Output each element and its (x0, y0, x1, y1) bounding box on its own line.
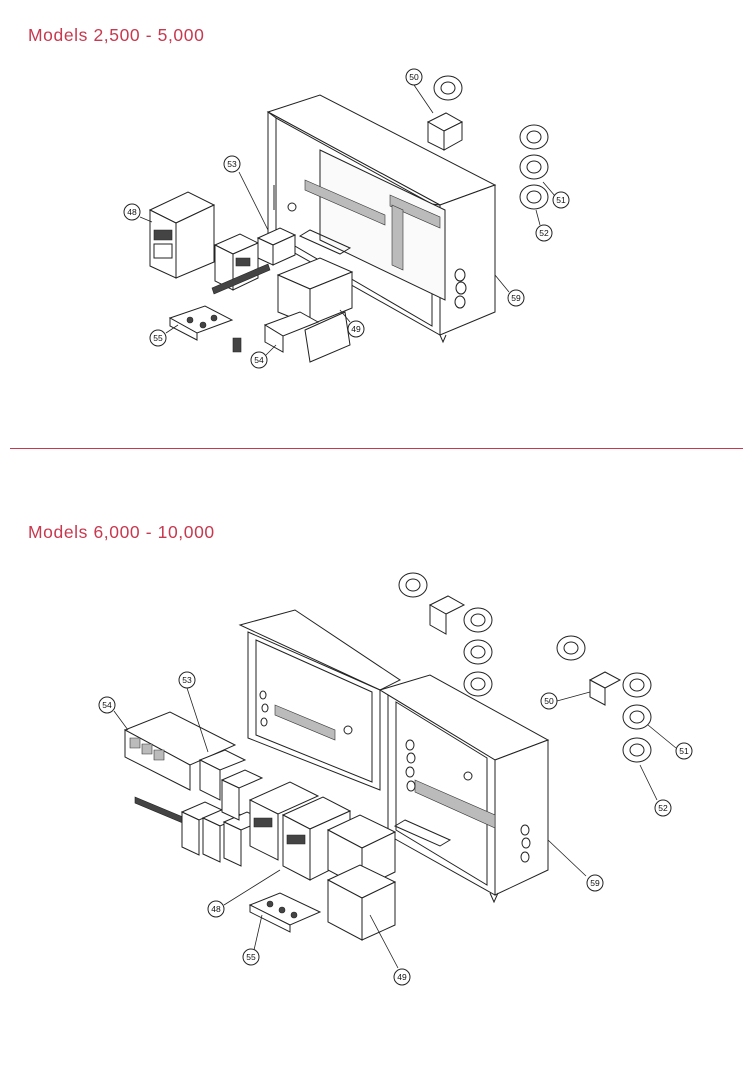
callout-48: 48 (124, 204, 140, 220)
exploded-diagram-models-2500-5000: 50 53 48 51 52 59 49 55 54 (0, 60, 753, 390)
svg-text:59: 59 (511, 293, 521, 303)
section-title-models-6000-10000: Models 6,000 - 10,000 (28, 522, 215, 542)
terminal-strip (212, 264, 270, 294)
enclosure-cabinet (268, 95, 495, 342)
section-title-models-2500-5000: Models 2,500 - 5,000 (28, 25, 205, 45)
svg-text:52: 52 (539, 228, 549, 238)
part-53-contactors (258, 228, 295, 265)
callout-52: 52 (536, 225, 552, 241)
part-51-sensor-stack (520, 125, 548, 209)
callout-53: 53 (224, 156, 240, 172)
callout-55: 55 (150, 330, 166, 346)
svg-text:49: 49 (351, 324, 361, 334)
part-50-valve (428, 76, 462, 150)
svg-text:59: 59 (590, 878, 600, 888)
svg-text:55: 55 (153, 333, 163, 343)
callout-54: 54 (251, 352, 267, 368)
callout-55: 55 (243, 949, 259, 965)
enclosure-cabinet-right (380, 675, 548, 902)
enclosure-cabinet-left (240, 610, 400, 790)
section-divider (10, 448, 743, 449)
svg-text:52: 52 (658, 803, 668, 813)
exploded-diagram-models-6000-10000: 53 54 50 51 52 59 48 55 49 (0, 560, 753, 990)
part-48-drive-units (150, 192, 258, 290)
callout-53: 53 (179, 672, 195, 688)
callout-49: 49 (348, 321, 364, 337)
svg-text:49: 49 (397, 972, 407, 982)
callout-50: 50 (406, 69, 422, 85)
callout-54: 54 (99, 697, 115, 713)
svg-text:51: 51 (556, 195, 566, 205)
part-55-fitting-plate (170, 306, 232, 340)
svg-text:55: 55 (246, 952, 256, 962)
svg-text:54: 54 (254, 355, 264, 365)
part-49-control-board (278, 258, 352, 362)
svg-text:48: 48 (211, 904, 221, 914)
part-49-control-units (328, 815, 395, 940)
callout-52: 52 (655, 800, 671, 816)
switch-part (233, 338, 241, 352)
callout-51: 51 (553, 192, 569, 208)
part-50-valve (557, 636, 620, 705)
callout-51: 51 (676, 743, 692, 759)
svg-text:53: 53 (182, 675, 192, 685)
callout-49: 49 (394, 969, 410, 985)
callout-50: 50 (541, 693, 557, 709)
svg-text:51: 51 (679, 746, 689, 756)
svg-text:50: 50 (544, 696, 554, 706)
svg-text:53: 53 (227, 159, 237, 169)
part-54-relay-block (265, 312, 318, 352)
part-53-contactors (200, 750, 245, 800)
svg-text:50: 50 (409, 72, 419, 82)
callout-59: 59 (587, 875, 603, 891)
callout-48: 48 (208, 901, 224, 917)
svg-text:54: 54 (102, 700, 112, 710)
part-51-sensor-stack (623, 673, 651, 762)
svg-text:48: 48 (127, 207, 137, 217)
callout-59: 59 (508, 290, 524, 306)
part-55-fitting-plate (250, 893, 320, 932)
valve-assembly-top (399, 573, 492, 696)
